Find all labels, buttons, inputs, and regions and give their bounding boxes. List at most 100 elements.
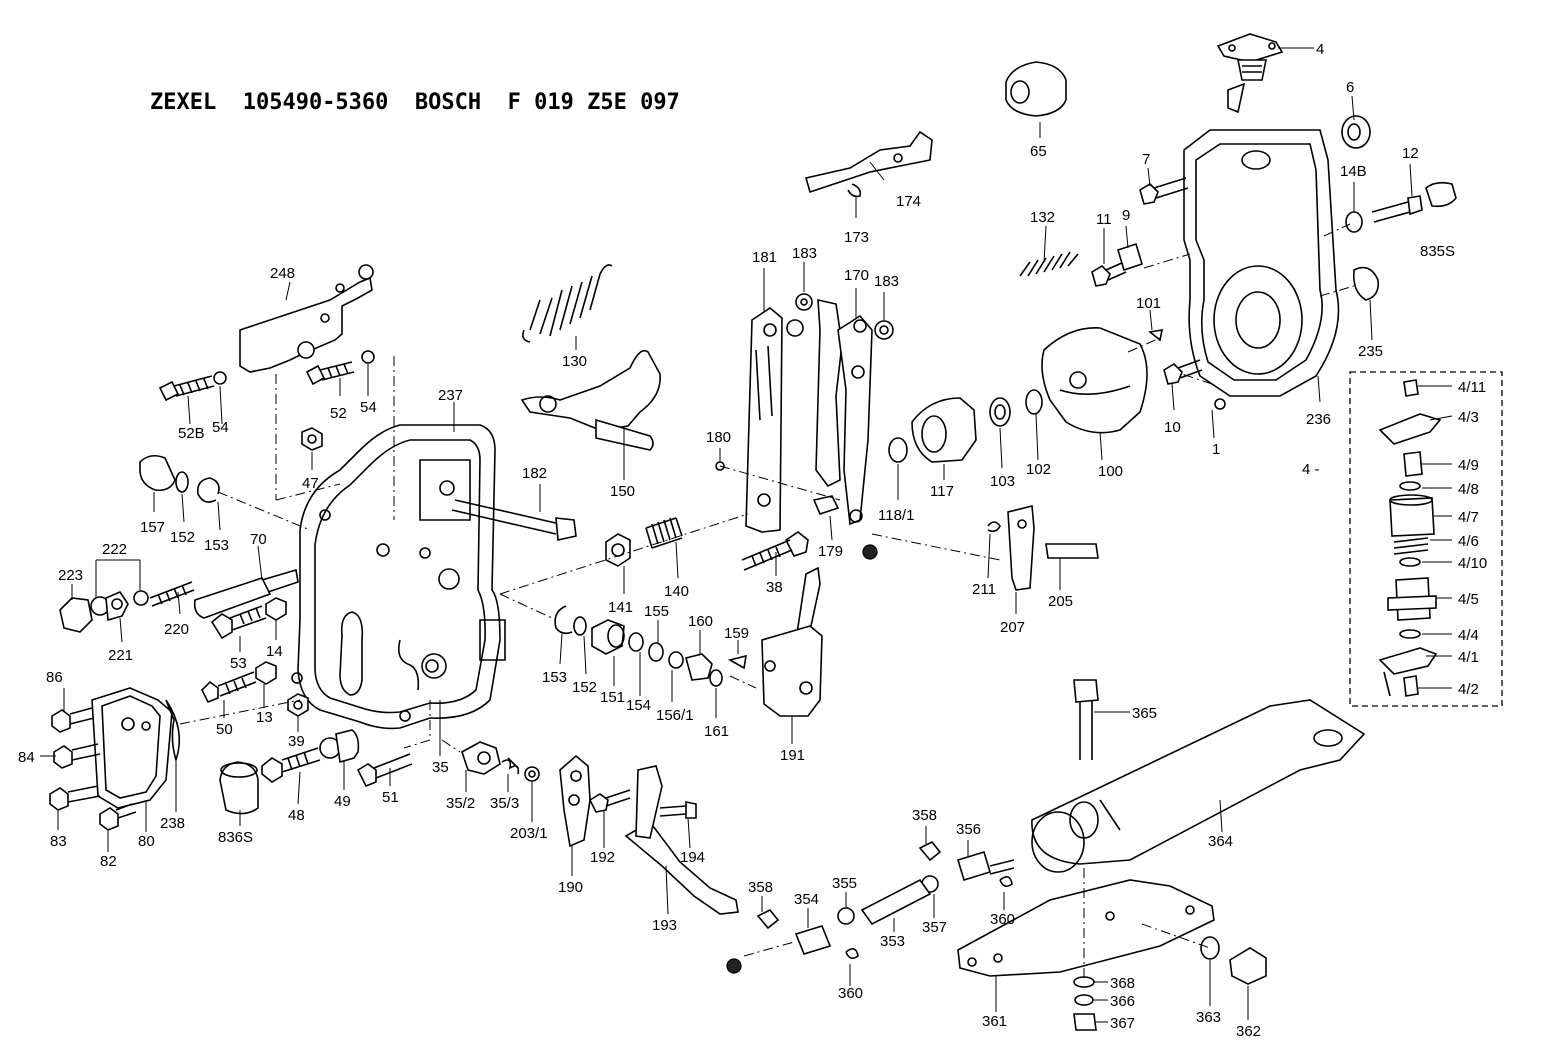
label-235: 235	[1358, 343, 1383, 360]
part-10-screw	[1163, 359, 1203, 385]
label-52b: 52B	[178, 425, 205, 442]
assembly-line	[729, 675, 757, 689]
label-51: 51	[382, 789, 399, 806]
part-358-bolt-a	[918, 840, 942, 862]
label-118-1: 118/1	[878, 507, 914, 524]
label-152-a: 152	[170, 529, 195, 546]
label-181: 181	[752, 249, 777, 266]
part-205-pin	[1045, 543, 1099, 559]
part-360-clip-b	[845, 948, 859, 960]
part-4-8-washer	[1399, 481, 1421, 491]
label-360-a: 360	[990, 911, 1015, 928]
part-366-washer	[1074, 994, 1094, 1006]
assembly-line	[179, 699, 301, 725]
part-6-cap	[1341, 115, 1371, 149]
label-35-3: 35/3	[490, 795, 519, 812]
label-4-8: 4/8	[1458, 481, 1479, 498]
label-173: 173	[844, 229, 869, 246]
part-11-screw	[1091, 261, 1127, 287]
label-367: 367	[1110, 1015, 1135, 1032]
part-361-bracket	[957, 879, 1215, 977]
part-53-screw	[210, 605, 267, 640]
label-151: 151	[600, 689, 625, 706]
part-4-7-body	[1389, 494, 1435, 537]
part-159-key	[727, 654, 747, 670]
part-203-1-washer	[524, 766, 540, 782]
part-364-cylinder	[1031, 699, 1366, 873]
assembly-line	[743, 941, 795, 957]
label-248: 248	[270, 265, 295, 282]
label-366: 366	[1110, 993, 1135, 1010]
label-236: 236	[1306, 411, 1331, 428]
label-161: 161	[704, 723, 729, 740]
label-7: 7	[1142, 151, 1150, 168]
part-4-subgroup-box	[1349, 371, 1503, 707]
part-52-screw	[305, 350, 375, 386]
label-82: 82	[100, 853, 117, 870]
part-150-lever-shaft	[520, 349, 661, 451]
part-140-spring	[645, 517, 683, 549]
label-192: 192	[590, 849, 615, 866]
part-356-rod-end	[957, 850, 1015, 882]
label-35-2: 35/2	[446, 795, 475, 812]
label-9: 9	[1122, 207, 1130, 224]
label-183-a: 183	[792, 245, 817, 262]
part-355-nut	[837, 907, 855, 925]
part-181-lever	[745, 307, 804, 533]
part-363-washer	[1200, 936, 1220, 960]
part-179-pin	[812, 495, 840, 515]
label-193: 193	[652, 917, 677, 934]
part-155-washer	[648, 642, 664, 662]
label-365: 365	[1132, 705, 1157, 722]
part-101-key	[1148, 329, 1164, 342]
label-361: 361	[982, 1013, 1007, 1030]
part-193-lever	[624, 765, 739, 915]
part-358-bolt-b	[756, 908, 780, 930]
label-117: 117	[930, 483, 954, 500]
diagram-title: ZEXEL 105490-5360 BOSCH F 019 Z5E 097	[150, 90, 680, 115]
part-221-nut	[90, 590, 149, 622]
part-192-screw	[588, 789, 631, 813]
part-84-bolt	[53, 743, 101, 769]
label-159: 159	[724, 625, 749, 642]
assembly-line	[275, 483, 341, 501]
label-237: 237	[438, 387, 463, 404]
label-4: 4	[1316, 41, 1324, 58]
label-84: 84	[18, 749, 35, 766]
assembly-line	[871, 533, 1001, 561]
label-203-1: 203/1	[510, 825, 548, 842]
assembly-line	[1143, 253, 1191, 269]
label-174: 174	[896, 193, 921, 210]
part-48-screw	[261, 747, 321, 783]
assembly-line	[1181, 373, 1213, 385]
label-80: 80	[138, 833, 155, 850]
label-6: 6	[1346, 79, 1354, 96]
part-236-pump-housing	[1183, 129, 1340, 410]
part-354-rod-end	[726, 925, 832, 974]
label-170: 170	[844, 267, 869, 284]
part-157-plug	[139, 454, 176, 492]
label-238: 238	[160, 815, 185, 832]
label-12: 12	[1402, 145, 1419, 162]
assembly-line	[403, 700, 431, 749]
label-220: 220	[164, 621, 189, 638]
label-50: 50	[216, 721, 233, 738]
part-39-nut	[287, 693, 309, 717]
part-4-5-body	[1387, 577, 1437, 621]
part-362-bolt	[1229, 947, 1267, 985]
assembly-line	[499, 593, 553, 619]
part-161-washer	[709, 669, 723, 687]
part-7-screw	[1139, 177, 1189, 205]
label-38: 38	[766, 579, 783, 596]
label-11: 11	[1096, 211, 1112, 228]
assembly-line	[719, 465, 841, 501]
part-4-4-washer	[1399, 629, 1421, 639]
label-183-b: 183	[874, 273, 899, 290]
label-180: 180	[706, 429, 731, 446]
label-14b: 14B	[1340, 163, 1367, 180]
part-86-bolt	[51, 707, 95, 733]
part-207-lever	[1007, 504, 1035, 591]
part-153-circlip-b	[554, 605, 573, 635]
part-35-2-valve	[461, 741, 501, 775]
label-207: 207	[1000, 619, 1025, 636]
